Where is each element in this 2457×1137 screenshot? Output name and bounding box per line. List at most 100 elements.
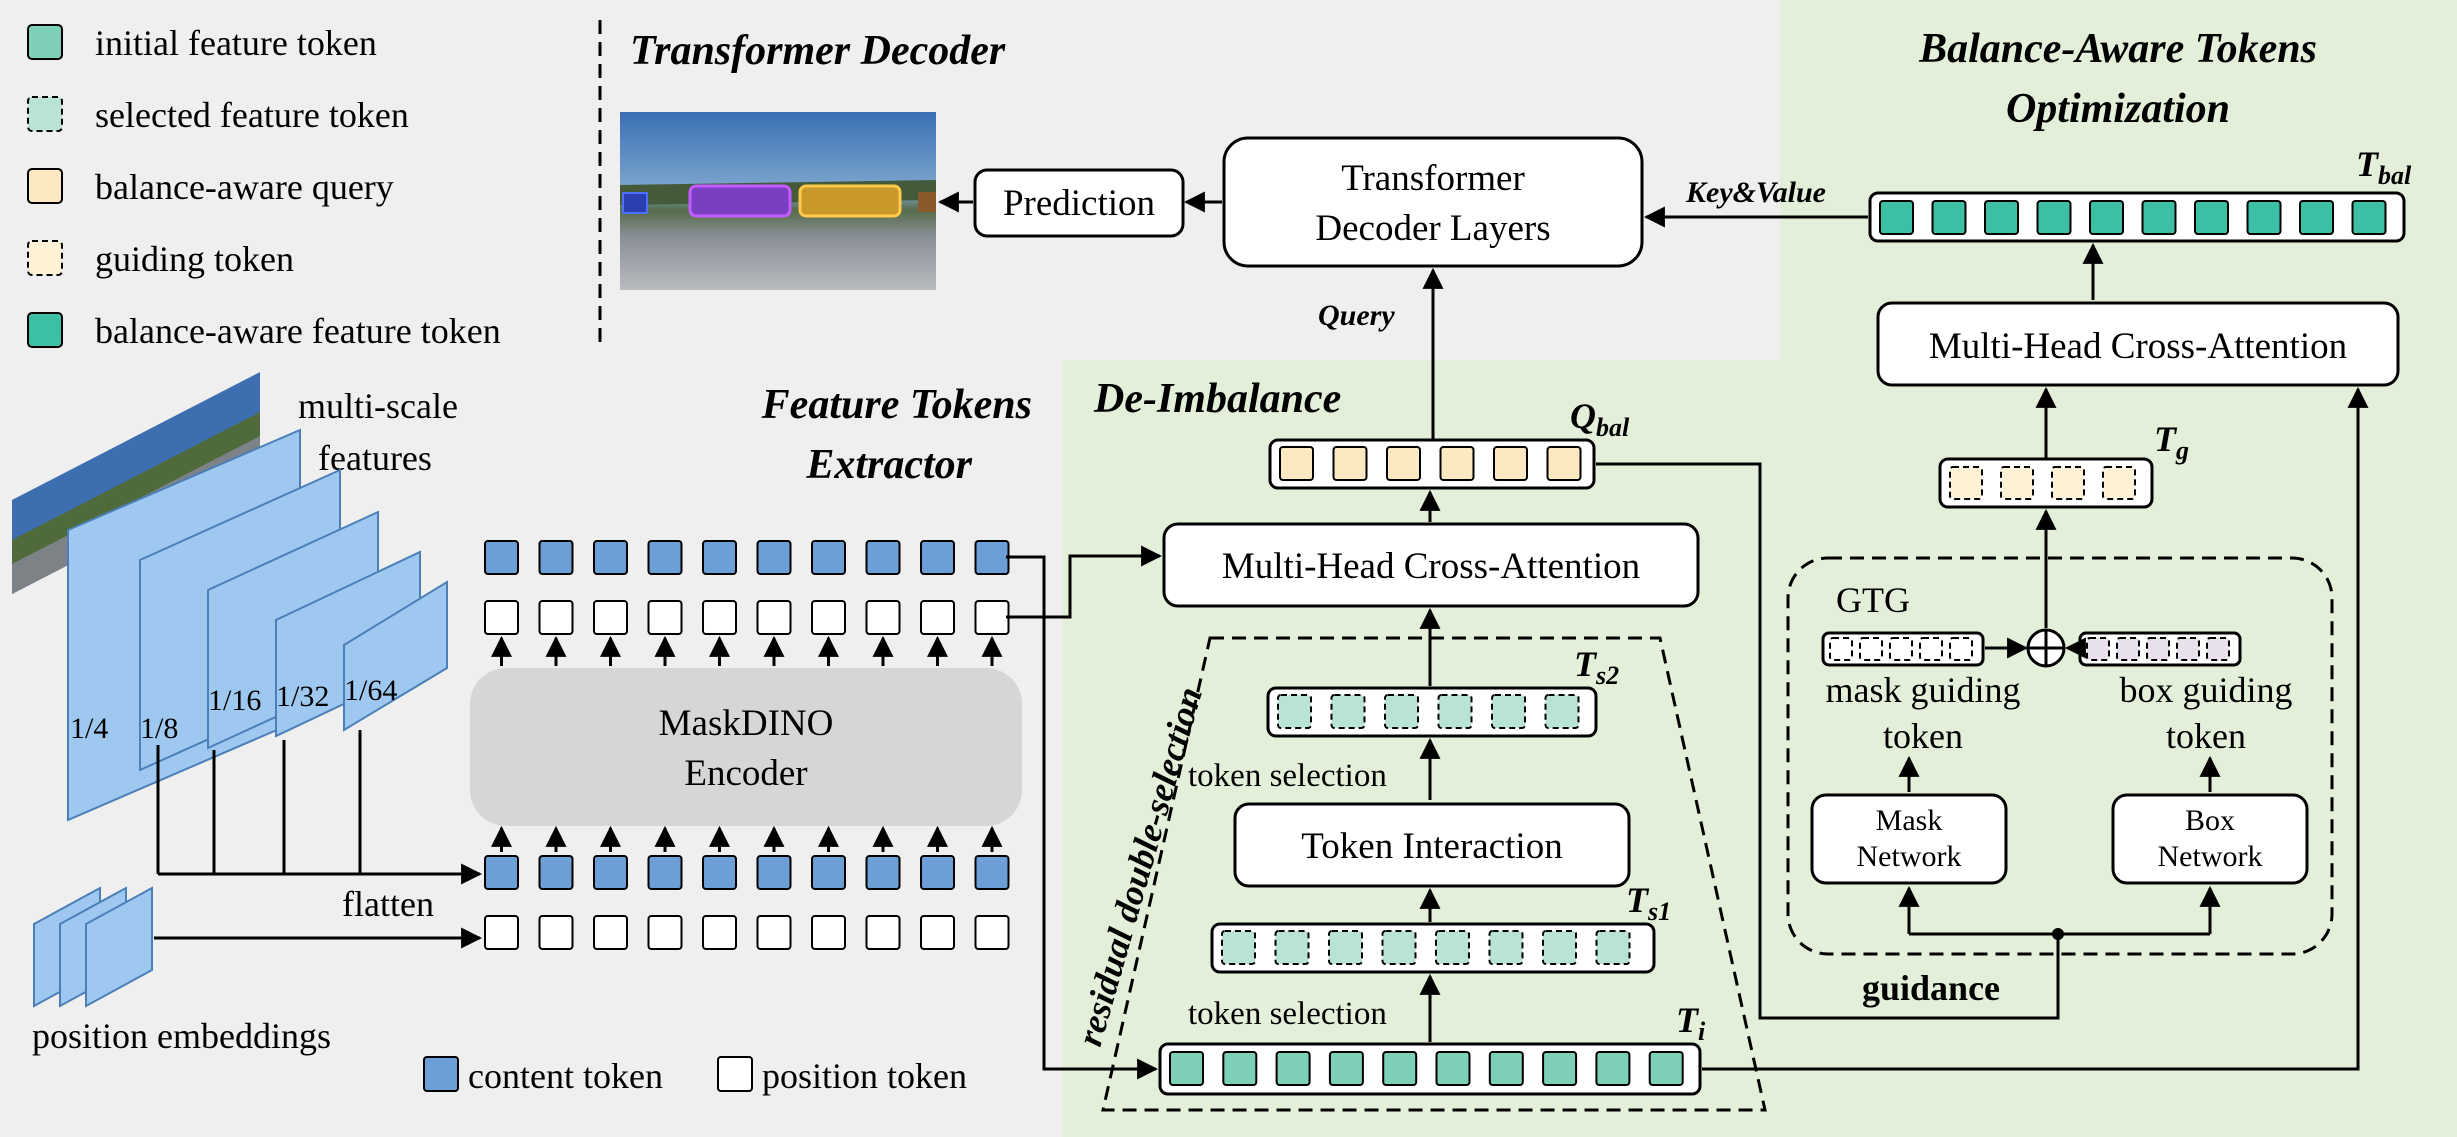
token-interaction-box: [1233, 802, 1631, 888]
token-selection-label-upper: token selection: [1188, 758, 1387, 794]
extractor-title-line1: Feature Tokens: [761, 382, 1032, 428]
legend-label-balanced: balance-aware feature token: [95, 311, 501, 351]
top-position-token-1: [484, 600, 519, 635]
t-s2-token-2: [1330, 694, 1366, 729]
guidance-label: guidance: [1862, 968, 2000, 1008]
t-s2-token-5: [1491, 694, 1526, 729]
t-bal-token-7: [2194, 200, 2229, 235]
mask-network-box: [1810, 793, 2008, 885]
mask-guiding-token-1: [1829, 637, 1853, 661]
box-guiding-token-4: [2176, 637, 2200, 661]
top-position-token-3: [593, 600, 628, 635]
box-network-line1: Box: [2185, 804, 2235, 837]
t-i-token-10: [1648, 1051, 1684, 1086]
t-g-tokens: [1949, 466, 2136, 500]
legend-label-query: balance-aware query: [95, 167, 394, 207]
token-selection-label-lower: token selection: [1188, 996, 1387, 1032]
maskdino-encoder-box: [470, 668, 1022, 826]
top-content-token-4: [647, 540, 683, 575]
legend-label-initial: initial feature token: [95, 23, 377, 63]
t-g-label: Tg: [2154, 419, 2189, 465]
encoder-arrows: [491, 635, 1003, 852]
top-content-token-2: [538, 540, 574, 575]
mask-guiding-tokens: [1829, 637, 1973, 661]
top-position-token-5: [702, 600, 737, 635]
deimbalance-mhca-box: [1162, 522, 1700, 608]
mask-guiding-token-3: [1889, 637, 1913, 661]
deimbalance-title: De-Imbalance: [1093, 376, 1341, 422]
box-network-line2: Network: [2158, 840, 2263, 873]
t-bal-label: Tbal: [2356, 144, 2412, 190]
q-bal-token-4: [1439, 446, 1475, 481]
mask-guiding-token-4: [1919, 637, 1943, 661]
bottom-position-token-2: [538, 915, 574, 950]
t-bal-token-6: [2141, 200, 2177, 235]
bottom-position-token-5: [702, 915, 737, 950]
bottom-position-token-6: [756, 915, 792, 950]
flatten-label: flatten: [342, 884, 434, 924]
encoder-token-grid: [484, 540, 1010, 950]
top-content-token-9: [920, 540, 955, 575]
extractor-title-line2: Extractor: [805, 442, 972, 488]
bato-mhca-label: Multi-Head Cross-Attention: [1929, 326, 2347, 367]
t-s1-token-2: [1274, 930, 1310, 965]
q-bal-token-row: [1268, 438, 1596, 490]
t-s2-token-3: [1384, 694, 1419, 729]
bottom-content-token-9: [920, 855, 955, 890]
content-token-label: content token: [468, 1056, 663, 1096]
t-bal-token-8: [2246, 200, 2282, 235]
mask-guiding-token-5: [1949, 637, 1973, 661]
top-position-token-4: [647, 600, 683, 635]
t-g-token-4: [2102, 466, 2136, 500]
bottom-content-token-5: [702, 855, 737, 890]
residual-selection-region: [1101, 636, 1767, 1112]
guidance-line-from-qbal: [1596, 462, 2060, 1020]
t-s1-token-5: [1435, 930, 1470, 965]
scale-label-1-16: 1/16: [208, 684, 261, 717]
top-content-token-8: [865, 540, 901, 575]
top-position-token-6: [756, 600, 792, 635]
top-content-token-7: [811, 540, 846, 575]
t-bal-tokens: [1879, 200, 2387, 235]
multiscale-label-line1: multi-scale: [298, 386, 458, 426]
t-g-token-1: [1949, 466, 1983, 500]
mask-guiding-token-2: [1859, 637, 1883, 661]
t-s2-token-4: [1437, 694, 1473, 729]
mask-guiding-line1: mask guiding: [1826, 670, 2021, 710]
legend: initial feature token selected feature t…: [27, 23, 501, 351]
bottom-content-token-3: [593, 855, 628, 890]
scale-label-1-4: 1/4: [70, 712, 108, 745]
decoder-layers-box: [1222, 136, 1644, 268]
t-i-token-1: [1169, 1051, 1204, 1086]
box-guiding-token-1: [2086, 637, 2110, 661]
t-bal-token-9: [2299, 200, 2334, 235]
box-guiding-token-2: [2116, 637, 2140, 661]
content-token-swatch: [423, 1056, 459, 1092]
position-token-label: position token: [762, 1056, 967, 1096]
bato-title-line1: Balance-Aware Tokens: [1918, 26, 2317, 72]
t-i-token-7: [1488, 1051, 1524, 1086]
position-embeddings-label: position embeddings: [32, 1016, 331, 1056]
mask-network-line2: Network: [1857, 840, 1962, 873]
t-s1-token-1: [1221, 930, 1256, 965]
token-interaction-label: Token Interaction: [1301, 826, 1562, 867]
encoder-label-line2: Encoder: [684, 753, 807, 794]
top-position-token-2: [538, 600, 574, 635]
prediction-label: Prediction: [1003, 183, 1155, 224]
gtg-box: [1786, 556, 2334, 956]
t-g-token-row: [1938, 457, 2154, 509]
box-guiding-token-5: [2206, 637, 2230, 661]
gtg-label: GTG: [1836, 580, 1910, 620]
scale-label-1-32: 1/32: [276, 680, 329, 713]
top-content-token-3: [593, 540, 628, 575]
bottom-position-token-10: [974, 915, 1010, 950]
t-s2-tokens: [1277, 694, 1580, 729]
legend-label-selected: selected feature token: [95, 95, 409, 135]
box-guiding-line1: box guiding: [2119, 670, 2292, 710]
legend-swatch-balanced: [27, 312, 63, 348]
q-bal-label: Qbal: [1570, 396, 1630, 442]
mask-guiding-line2: token: [1883, 716, 1963, 756]
legend-swatch-query: [27, 168, 63, 204]
legend-swatch-initial: [27, 24, 63, 60]
